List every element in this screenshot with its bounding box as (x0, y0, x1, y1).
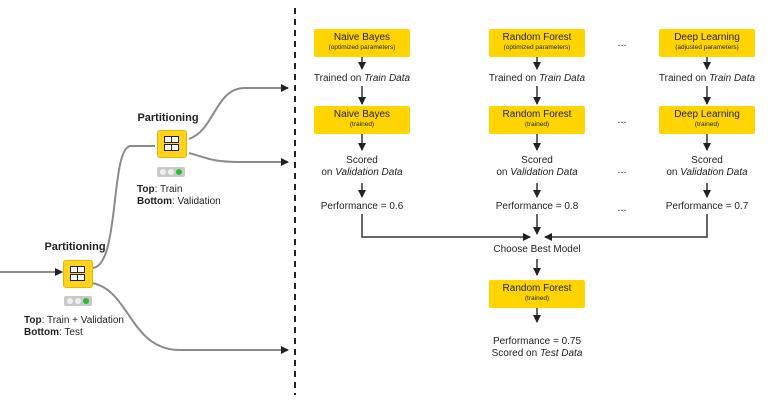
partition-node-top[interactable] (157, 130, 187, 158)
node-status-lights (157, 167, 185, 177)
ellipsis: ... (617, 114, 627, 126)
partition-bottom-title: Partitioning (44, 241, 106, 253)
partition-node-bottom[interactable] (63, 260, 93, 288)
wire-validation (188, 152, 289, 166)
ellipsis: ... (617, 202, 627, 214)
partition-top-caption: Top: Train Bottom: Validation (137, 184, 221, 207)
table-split-icon (164, 136, 179, 151)
performance-label: Performance = 0.7 (665, 201, 749, 212)
model-box-deep-learning: Deep Learning(adjusted parameters) (659, 29, 755, 57)
performance-label: Performance = 0.6 (320, 201, 404, 212)
node-status-lights (64, 296, 92, 306)
trained-box-naive-bayes: Naive Bayes(trained) (314, 106, 410, 134)
final-performance-label: Performance = 0.75 Scored on Test Data (491, 336, 583, 359)
partition-bottom-caption: Top: Train + Validation Bottom: Test (24, 315, 124, 338)
trained-box-deep-learning: Deep Learning(trained) (659, 106, 755, 134)
trained-label: Trained on Train Data (658, 73, 756, 84)
wire-bottom-to-top-partition (91, 145, 155, 269)
model-box-naive-bayes: Naive Bayes(optimized parameters) (314, 29, 410, 57)
partition-top-title: Partitioning (137, 112, 199, 124)
ellipsis: ... (617, 37, 627, 49)
scored-label: Scored on Validation Data (666, 155, 748, 178)
trained-label: Trained on Train Data (313, 73, 411, 84)
wire-train (188, 84, 289, 140)
scored-label: Scored on Validation Data (496, 155, 578, 178)
table-split-icon (70, 266, 85, 281)
final-model-box: Random Forest(trained) (489, 280, 585, 308)
performance-label: Performance = 0.8 (495, 201, 579, 212)
scored-label: Scored on Validation Data (321, 155, 403, 178)
trained-box-random-forest: Random Forest(trained) (489, 106, 585, 134)
trained-label: Trained on Train Data (488, 73, 586, 84)
model-box-random-forest: Random Forest(optimized parameters) (489, 29, 585, 57)
wire-test (91, 282, 289, 354)
choose-best-model-label: Choose Best Model (493, 244, 581, 255)
ellipsis: ... (617, 164, 627, 176)
